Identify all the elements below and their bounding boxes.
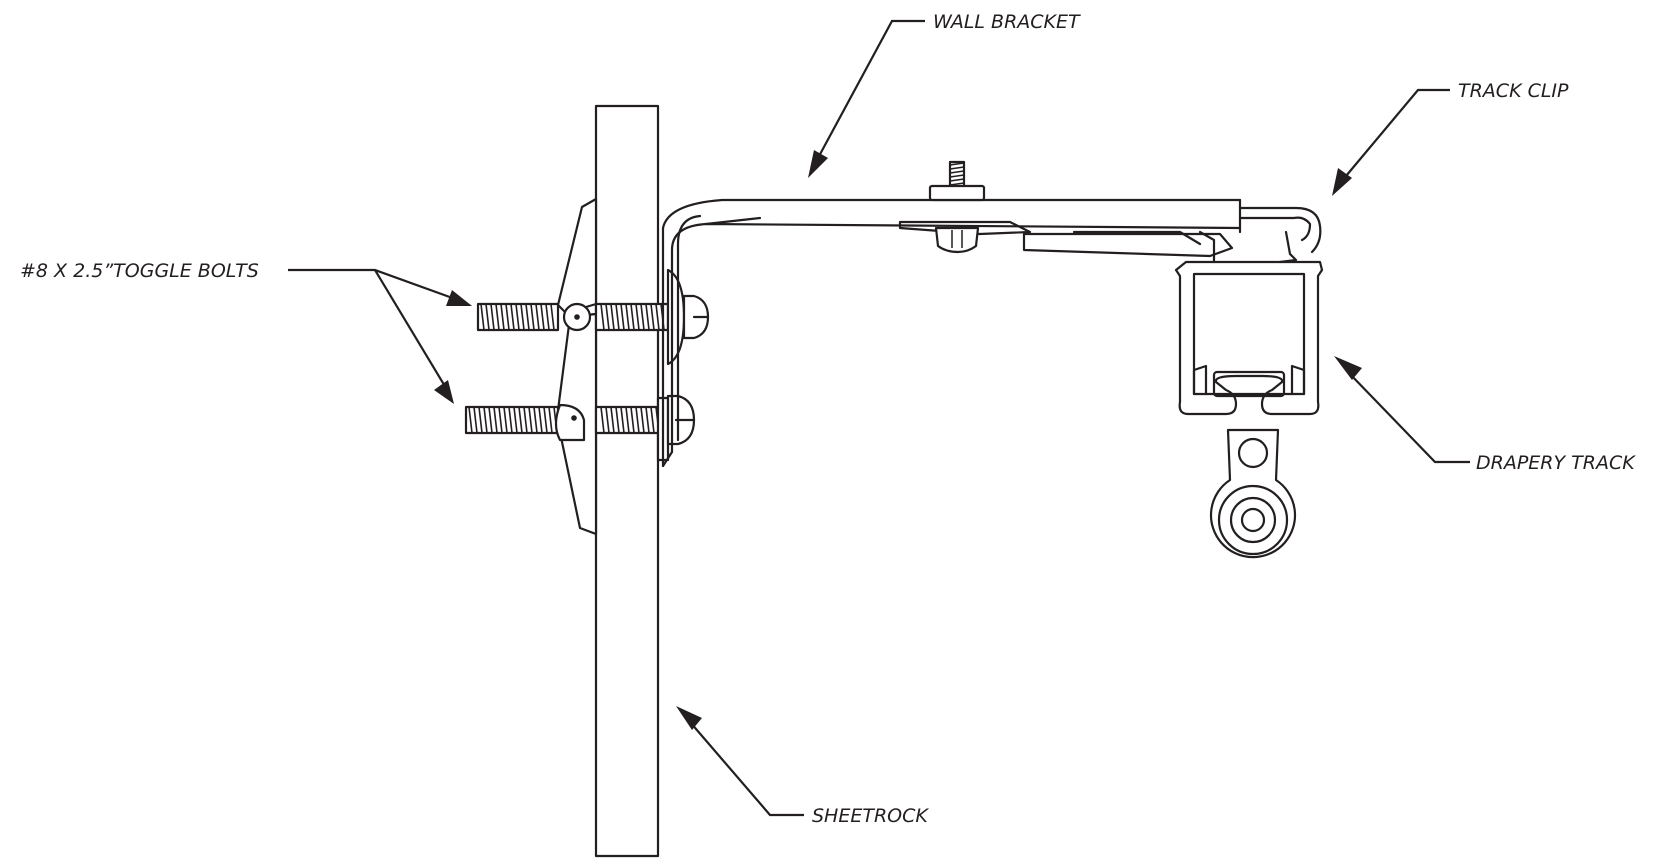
- leader-drapery-track: [1334, 356, 1470, 464]
- label-sheetrock: SHEETROCK: [812, 805, 929, 827]
- label-wall-bracket: WALL BRACKET: [933, 11, 1081, 33]
- leader-sheetrock: [676, 706, 804, 817]
- leader-track-clip: [1332, 88, 1450, 196]
- toggle-wings: [555, 197, 598, 536]
- drapery-track-part: [1174, 260, 1324, 416]
- label-track-clip: TRACK CLIP: [1458, 80, 1569, 102]
- label-drapery-track: DRAPERY TRACK: [1476, 452, 1636, 474]
- track-carrier-roller: [1209, 428, 1297, 559]
- leader-toggle-bolts: [288, 268, 472, 404]
- label-toggle-bolts: #8 X 2.5”TOGGLE BOLTS: [20, 260, 259, 282]
- sheetrock-panel: [594, 104, 660, 858]
- bracket-nut-stud: [928, 160, 986, 254]
- leader-wall-bracket: [808, 19, 925, 178]
- track-clip-part: [1198, 206, 1322, 264]
- toggle-bolt-upper: [476, 268, 710, 366]
- wall-bracket-part: [661, 198, 1242, 468]
